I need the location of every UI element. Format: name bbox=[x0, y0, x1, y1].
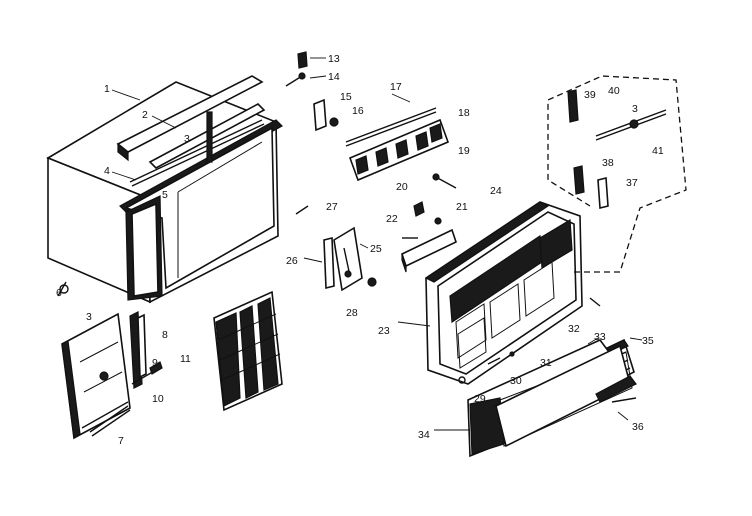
bracket-8 bbox=[129, 311, 147, 389]
callout-7: 7 bbox=[118, 435, 124, 447]
callout-39: 39 bbox=[584, 89, 596, 101]
cabinet-shell bbox=[46, 81, 283, 304]
callout-23: 23 bbox=[378, 325, 390, 337]
top-rails bbox=[116, 75, 266, 187]
screw-32 bbox=[589, 297, 601, 307]
callout-31: 31 bbox=[540, 357, 552, 369]
rod-7 bbox=[89, 405, 131, 437]
callout-38: 38 bbox=[602, 157, 614, 169]
callout-34: 34 bbox=[418, 429, 430, 441]
small-hardware bbox=[285, 51, 339, 132]
control-switch-block bbox=[348, 118, 450, 182]
callout-1: 1 bbox=[104, 83, 110, 95]
filter-bar-25 bbox=[401, 228, 457, 273]
callout-6: 6 bbox=[56, 287, 62, 299]
callout-41: 41 bbox=[652, 145, 664, 157]
callout-19: 19 bbox=[458, 145, 470, 157]
callout-36: 36 bbox=[632, 421, 644, 433]
callout-32: 32 bbox=[568, 323, 580, 335]
screw-20 bbox=[432, 173, 457, 189]
callout-3-side: 3 bbox=[86, 311, 92, 323]
callout-2: 2 bbox=[142, 109, 148, 121]
callout-14: 14 bbox=[328, 71, 340, 83]
small-parts-21-22 bbox=[402, 201, 442, 239]
callout-9: 9 bbox=[152, 357, 158, 369]
pin-10 bbox=[131, 361, 163, 385]
small-parts-30-31 bbox=[458, 351, 515, 384]
callout-8: 8 bbox=[162, 329, 168, 341]
callout-3: 3 bbox=[184, 133, 190, 145]
callout-4: 4 bbox=[104, 165, 110, 177]
callout-20: 20 bbox=[396, 181, 408, 193]
washer-6 bbox=[57, 281, 69, 297]
callout-3-kit: 3 bbox=[632, 103, 638, 115]
callout-18: 18 bbox=[458, 107, 470, 119]
callout-5: 5 bbox=[162, 189, 168, 201]
front-grille bbox=[424, 201, 583, 385]
clip-26 bbox=[295, 205, 309, 215]
side-curtain-panel bbox=[61, 312, 131, 440]
callout-40: 40 bbox=[608, 85, 620, 97]
callout-33: 33 bbox=[594, 331, 606, 343]
callout-21: 21 bbox=[456, 201, 468, 213]
callout-29: 29 bbox=[474, 393, 486, 405]
front-cover bbox=[467, 339, 637, 458]
callout-labels: 1 2 3 4 5 6 3 8 9 10 11 7 13 14 15 16 17… bbox=[56, 53, 664, 447]
callout-11: 11 bbox=[180, 353, 191, 365]
kit-parts bbox=[567, 89, 667, 210]
callout-35: 35 bbox=[642, 335, 654, 347]
callout-24: 24 bbox=[490, 185, 502, 197]
knob-28 bbox=[367, 277, 377, 287]
bracket-27 bbox=[333, 226, 363, 292]
callout-13: 13 bbox=[328, 53, 340, 65]
pin-26 bbox=[323, 236, 335, 290]
callout-26: 26 bbox=[286, 255, 298, 267]
callout-28: 28 bbox=[346, 307, 358, 319]
callout-25: 25 bbox=[370, 243, 382, 255]
control-rod-17 bbox=[345, 107, 437, 147]
leader-lines bbox=[111, 57, 643, 431]
callout-27: 27 bbox=[326, 201, 338, 213]
callout-17: 17 bbox=[390, 81, 402, 93]
callout-10: 10 bbox=[152, 393, 164, 405]
callout-22: 22 bbox=[386, 213, 398, 225]
callout-37: 37 bbox=[626, 177, 638, 189]
callout-30: 30 bbox=[510, 375, 522, 387]
callout-15: 15 bbox=[340, 91, 352, 103]
callout-16: 16 bbox=[352, 105, 364, 117]
kit-outline bbox=[547, 75, 687, 273]
coil-grille bbox=[213, 290, 283, 412]
